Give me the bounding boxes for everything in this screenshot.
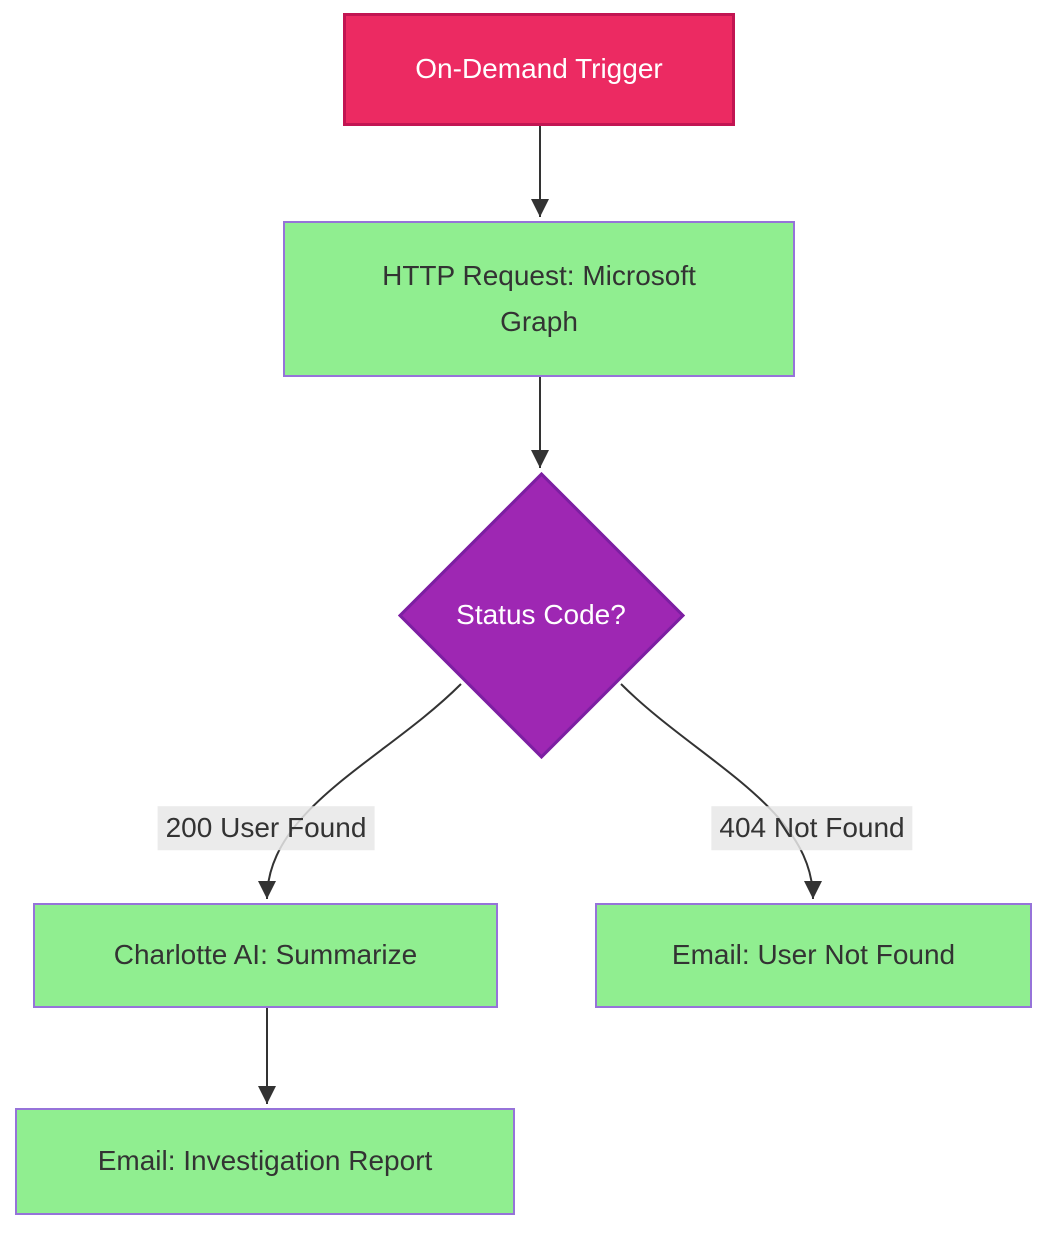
node-http-request-label: HTTP Request: Microsoft Graph [382, 259, 696, 337]
edge-status-to-email-not-found [620, 683, 822, 900]
edge-label-200-user-found: 200 User Found [157, 806, 375, 850]
node-email-investigation-report-label: Email: Investigation Report [97, 1145, 433, 1177]
node-email-user-not-found-label: Email: User Not Found [671, 939, 956, 971]
node-on-demand-trigger: On-Demand Trigger [343, 13, 735, 126]
node-charlotte-ai-label: Charlotte AI: Summarize [113, 939, 418, 971]
edge-label-404-not-found: 404 Not Found [711, 806, 913, 850]
node-email-investigation-report: Email: Investigation Report [15, 1108, 515, 1215]
node-on-demand-trigger-label: On-Demand Trigger [415, 53, 663, 85]
node-http-request-microsoft-graph: HTTP Request: Microsoft Graph [283, 221, 795, 377]
node-email-user-not-found: Email: User Not Found [595, 903, 1032, 1008]
node-status-code-label: Status Code? [456, 599, 626, 630]
node-charlotte-ai-summarize: Charlotte AI: Summarize [33, 903, 498, 1008]
edge-status-to-charlotte [258, 683, 462, 900]
